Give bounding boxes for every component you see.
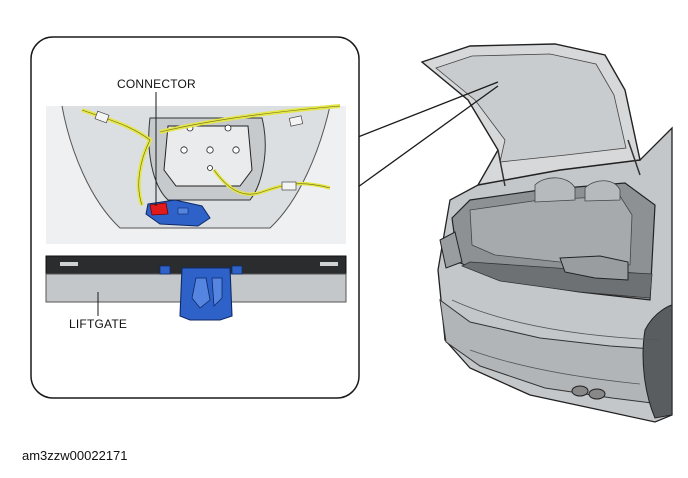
connector-callout-label: CONNECTOR — [117, 77, 196, 91]
liftgate-latch — [159, 265, 243, 321]
hatchback-car-illustration — [420, 43, 673, 423]
liftgate-detail-view — [45, 92, 347, 321]
detail-magnifier-callout — [30, 36, 360, 399]
connector-part — [145, 199, 211, 227]
callout-leader-lines — [357, 81, 499, 188]
liftgate-callout-label: LIFTGATE — [69, 317, 128, 331]
figure-id: am3zzw00022171 — [22, 448, 128, 463]
